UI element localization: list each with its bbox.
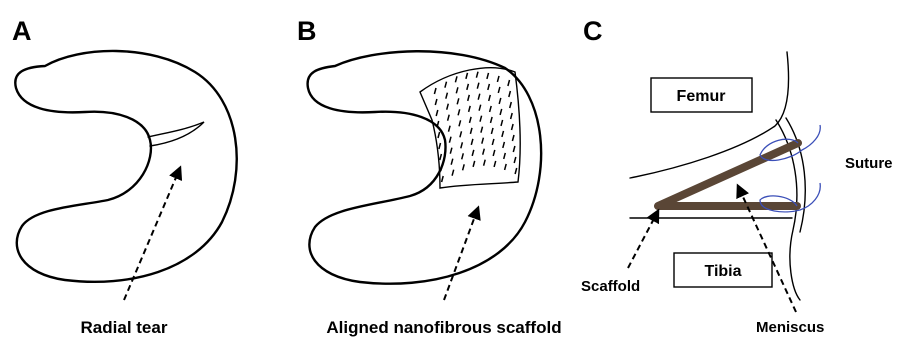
suture-label: Suture [845,155,893,172]
fiber-dash [489,95,491,101]
fiber-dash [450,148,452,154]
fiber-dash [445,82,447,88]
fiber-dash [487,73,489,79]
meniscus-shape-b [308,51,542,283]
fiber-dash [457,98,459,104]
fiber-dash [473,161,475,167]
fiber-dash [492,139,494,145]
fiber-dash [479,105,481,111]
fiber-dash [510,102,512,108]
fiber-dash [466,73,468,79]
fiber-dash [483,149,485,155]
fiber-dash [449,137,451,143]
fiber-dash [503,142,505,148]
fiber-dash [498,87,500,93]
fiber-dash [439,143,441,149]
fiber-dash [514,157,516,163]
fiber-dash [512,135,514,141]
femur-label: Femur [677,88,726,105]
fiber-dash [497,76,499,82]
fiber-dash [505,164,507,170]
fiber-dash [508,80,510,86]
fiber-dash [438,132,440,138]
fiber-dash [455,76,457,82]
fiber-dash [502,131,504,137]
fiber-dash [471,139,473,145]
fiber-dash [472,150,474,156]
fiber-dash [511,113,513,119]
fiber-dash [442,176,444,182]
fiber-dash [458,109,460,115]
fiber-dash [482,138,484,144]
fiber-dash [500,109,502,115]
fiber-dash [488,84,490,90]
fiber-dash [460,131,462,137]
aligned-fiber-dashes [434,72,516,182]
fiber-dash [512,124,514,130]
scaffold-label: Scaffold [581,278,640,295]
fiber-dash [515,168,517,174]
fiber-dash [436,110,438,116]
panel-b: B Aligned nanofibrous scaffold [297,16,562,337]
fiber-dash [446,93,448,99]
radial-tear-caption: Radial tear [81,318,168,337]
fiber-dash [463,164,465,170]
meniscus-label: Meniscus [756,319,824,336]
fiber-dash [493,150,495,156]
fiber-dash [440,154,442,160]
fiber-dash [470,128,472,134]
fiber-dash [467,84,469,90]
radial-tear [148,122,204,146]
fiber-dash [478,94,480,100]
fiber-dash [491,128,493,134]
fiber-dash [459,120,461,126]
fiber-dash [504,153,506,159]
panel-c: C Femur Tibia Suture Scaffold Meniscus [581,16,893,336]
fiber-dash [477,83,479,89]
scaffold-pointer-arrow [444,208,478,300]
fiber-dash [509,91,511,97]
scaffold-caption: Aligned nanofibrous scaffold [326,318,561,337]
fiber-dash [476,72,478,78]
fiber-dash [499,98,501,104]
fiber-dash [491,117,493,123]
fiber-dash [449,126,451,132]
fiber-dash [501,120,503,126]
fiber-dash [448,115,450,121]
fiber-dash [461,142,463,148]
fiber-dash [513,146,515,152]
fiber-dash [435,99,437,105]
fiber-dash [434,88,436,94]
fiber-dash [468,95,470,101]
fiber-dash [494,161,496,167]
fiber-dash [462,153,464,159]
panel-a-letter: A [12,16,32,46]
fiber-dash [469,106,471,112]
scaffold-pointer-arrow-c [628,211,658,268]
fiber-dash [470,117,472,123]
fiber-dash [447,104,449,110]
tibia-label: Tibia [704,263,741,280]
panel-a: A Radial tear [12,16,237,337]
fiber-dash [452,170,454,176]
panel-c-letter: C [583,16,603,46]
fiber-dash [481,127,483,133]
fiber-dash [456,87,458,93]
fiber-dash [490,106,492,112]
fiber-dash [451,159,453,165]
panel-b-letter: B [297,16,317,46]
fiber-dash [484,160,486,166]
fiber-dash [480,116,482,122]
meniscus-shape-a [15,51,236,282]
